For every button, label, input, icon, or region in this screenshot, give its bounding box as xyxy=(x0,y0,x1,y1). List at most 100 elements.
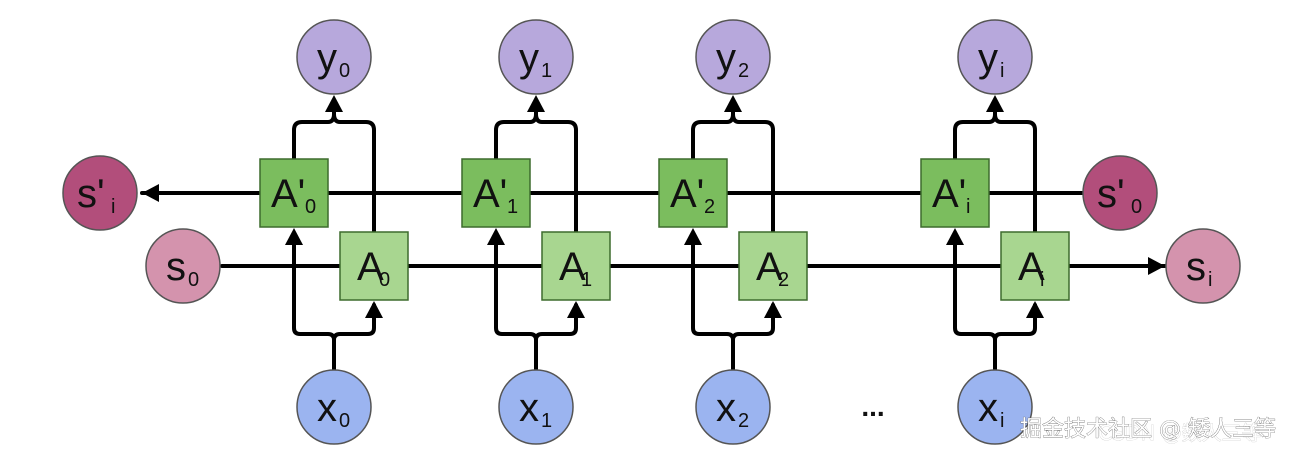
forward-cell-2-label-sub: 2 xyxy=(778,269,789,291)
backward-final-state-node-label: s' i xyxy=(77,172,115,218)
output-node-3-label-sub: i xyxy=(1000,60,1004,82)
backward-cell-3-label-base: A' xyxy=(932,172,966,216)
backward-cell-0-label-sub: 0 xyxy=(305,196,316,218)
input-node-2 xyxy=(695,369,771,445)
backward-initial-state-node xyxy=(1082,155,1158,231)
backward-initial-state-node-label-base: s' xyxy=(1097,172,1125,216)
input-node-1-label-sub: 1 xyxy=(541,410,552,432)
backward-chain-head xyxy=(142,184,159,202)
backward-cell-1-label-sub: 1 xyxy=(507,196,518,218)
output-node-2-label-sub: 2 xyxy=(738,60,749,82)
output-head-3 xyxy=(986,95,1004,112)
output-head-0 xyxy=(325,95,343,112)
backward-cell-3 xyxy=(920,158,990,228)
forward-cell-2 xyxy=(738,231,808,301)
input-to-backward-head-3 xyxy=(946,228,964,245)
backward-cell-2-label-sub: 2 xyxy=(704,196,715,218)
forward-final-state-node-label-base: s xyxy=(1186,245,1206,289)
backward-final-state-node-label-sub: i xyxy=(111,196,115,218)
forward-to-output-wire-1 xyxy=(534,112,578,234)
input-node-1 xyxy=(498,369,574,445)
output-node-0 xyxy=(296,19,372,95)
input-node-0 xyxy=(296,369,372,445)
forward-cell-3-label: Ai xyxy=(1018,245,1045,291)
output-head-2 xyxy=(724,95,742,112)
input-to-backward-head-1 xyxy=(487,228,505,245)
input-to-backward-wire-0 xyxy=(292,231,336,371)
backward-cell-2-label: A'2 xyxy=(670,172,715,218)
output-node-2-label-base: y xyxy=(716,36,736,80)
watermark-primary: 掘金技术社区 @ 矮人三等 xyxy=(1020,417,1276,442)
input-to-forward-wire-2 xyxy=(731,303,775,342)
input-node-3-label-sub: i xyxy=(1000,410,1004,432)
output-node-3 xyxy=(957,19,1033,95)
input-node-3-label-base: x xyxy=(978,386,998,430)
input-to-forward-head-1 xyxy=(567,301,585,318)
backward-cell-0-label-base: A' xyxy=(271,172,305,216)
forward-to-output-wire-3 xyxy=(993,112,1037,234)
input-node-1-label-base: x xyxy=(519,386,539,430)
backward-cell-3-label: A'i xyxy=(932,172,970,218)
backward-initial-state-node-label-sub: 0 xyxy=(1131,196,1142,218)
output-node-3-label-base: y xyxy=(978,36,998,80)
backward-final-state-node-label-base: s' xyxy=(77,172,105,216)
forward-to-output-wire-2 xyxy=(731,112,775,234)
input-to-forward-head-3 xyxy=(1026,301,1044,318)
forward-cell-3-label-base: A xyxy=(1018,245,1045,289)
input-to-backward-wire-3 xyxy=(953,231,997,371)
input-to-backward-head-2 xyxy=(684,228,702,245)
forward-cell-1-label: A1 xyxy=(559,245,592,291)
forward-to-output-wire-0 xyxy=(332,112,376,234)
output-node-2 xyxy=(695,19,771,95)
forward-final-state-node-label-sub: i xyxy=(1208,269,1212,291)
backward-cell-1-label: A'1 xyxy=(473,172,518,218)
output-node-1-label-base: y xyxy=(519,36,539,80)
output-node-0-label-sub: 0 xyxy=(339,60,350,82)
forward-cell-3-label-sub: i xyxy=(1040,269,1044,291)
forward-final-state-node xyxy=(1165,228,1241,304)
output-node-1 xyxy=(498,19,574,95)
input-node-2-label-base: x xyxy=(716,386,736,430)
forward-cell-2-label-base: A xyxy=(756,245,783,289)
backward-cell-0 xyxy=(259,158,329,228)
output-node-0-label-base: y xyxy=(317,36,337,80)
forward-initial-state-node xyxy=(145,228,221,304)
backward-initial-state-node-label: s' 0 xyxy=(1097,172,1142,218)
watermark-secondary: CSDN @数人三等 xyxy=(1098,421,1261,445)
backward-cell-3-label-sub: i xyxy=(966,196,970,218)
arrow-heads xyxy=(142,95,1165,318)
input-node-2-label-sub: 2 xyxy=(738,410,749,432)
forward-cell-2-label: A2 xyxy=(756,245,789,291)
output-node-1-label-sub: 1 xyxy=(541,60,552,82)
input-to-backward-head-0 xyxy=(285,228,303,245)
backward-cell-1-label-base: A' xyxy=(473,172,507,216)
forward-cell-0-label: A0 xyxy=(357,245,390,291)
input-to-forward-wire-0 xyxy=(332,303,376,342)
input-to-forward-wire-1 xyxy=(534,303,578,342)
forward-chain-head xyxy=(1148,257,1165,275)
input-to-forward-wire-3 xyxy=(993,303,1037,342)
ellipsis-label: ... xyxy=(861,391,884,422)
forward-cell-0 xyxy=(339,231,409,301)
input-to-backward-wire-2 xyxy=(691,231,735,371)
forward-cell-1 xyxy=(541,231,611,301)
forward-initial-state-node-label-sub: 0 xyxy=(188,269,199,291)
forward-cell-0-label-sub: 0 xyxy=(379,269,390,291)
input-to-backward-wire-1 xyxy=(494,231,538,371)
backward-cell-0-label: A'0 xyxy=(271,172,316,218)
forward-cell-1-label-sub: 1 xyxy=(581,269,592,291)
forward-cell-1-label-base: A xyxy=(559,245,586,289)
backward-final-state-node xyxy=(62,155,138,231)
forward-initial-state-node-label-base: s xyxy=(166,245,186,289)
